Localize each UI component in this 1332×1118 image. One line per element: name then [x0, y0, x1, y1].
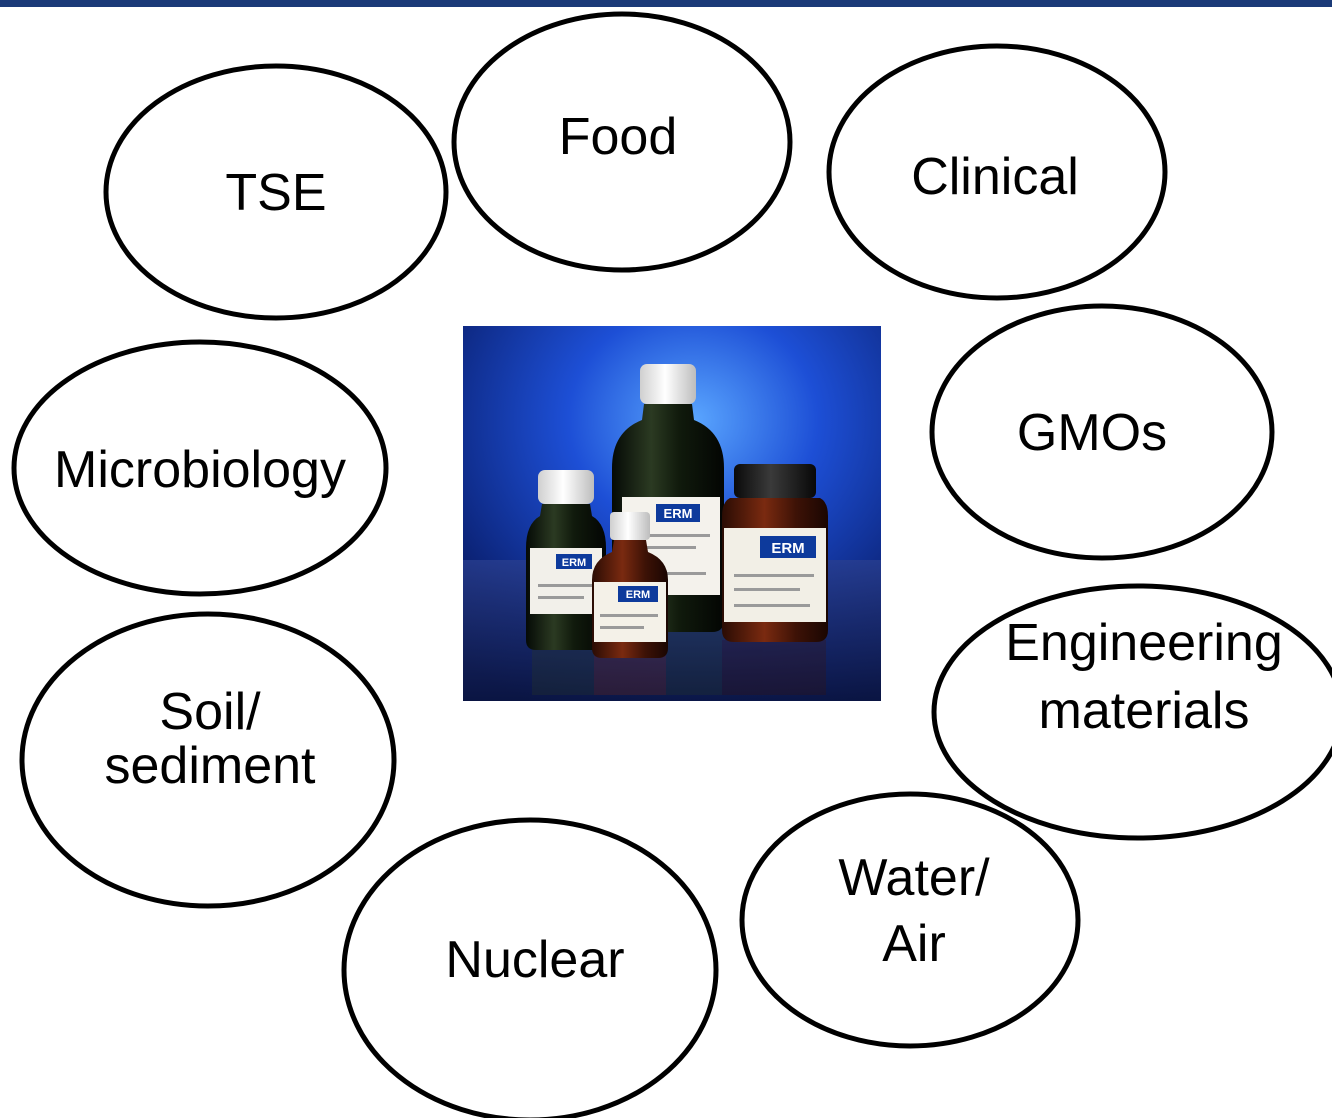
bubble-outline — [11, 339, 389, 597]
bubble-label: Food — [559, 108, 678, 166]
bubble-label: Nuclear — [445, 931, 624, 989]
bottle-cap — [734, 464, 816, 498]
bubble-label: Microbiology — [54, 441, 346, 499]
bottle-cap — [640, 364, 696, 404]
bubble-label: GMOs — [1017, 404, 1167, 462]
bubble-microbiology: Microbiology — [11, 339, 389, 597]
bubble-label: Soil/ — [159, 683, 261, 741]
bubble-label: Water/ — [838, 849, 990, 907]
bubble-label: Clinical — [911, 148, 1079, 206]
bubble-water-air: Water/Air — [739, 791, 1081, 1049]
bubble-label: TSE — [225, 164, 326, 222]
bubble-outline — [826, 43, 1168, 301]
bubble-outline — [19, 611, 397, 909]
bottle-small-left: ERM — [526, 470, 606, 650]
bottle-cap — [610, 512, 650, 540]
bubble-outline — [451, 11, 793, 273]
bubble-food: Food — [451, 11, 793, 273]
bottle-cap — [538, 470, 594, 504]
bottle-amber-vial: ERM — [592, 512, 668, 658]
bottle-label-text: ERM — [771, 540, 804, 557]
bubble-label: Air — [882, 915, 946, 973]
bubble-outline — [103, 63, 449, 321]
bubble-clinical: Clinical — [826, 43, 1168, 301]
bubble-tse: TSE — [103, 63, 449, 321]
bubble-soil-sediment: Soil/sediment — [19, 611, 397, 909]
bubble-outline — [929, 303, 1275, 561]
bubble-label: materials — [1039, 682, 1250, 740]
bubble-outline — [931, 583, 1332, 841]
bubble-outline — [341, 817, 719, 1118]
bottle-label-text: ERM — [562, 557, 586, 569]
bottle-label-text: ERM — [664, 506, 693, 521]
bubble-label: Engineering — [1005, 614, 1283, 672]
bubble-nuclear: Nuclear — [341, 817, 719, 1118]
bubble-outline — [739, 791, 1081, 1049]
center-photo: ERM ERM ERM — [463, 326, 881, 701]
header-bar — [0, 0, 1332, 7]
bubble-engineering-materials: Engineering materials — [931, 583, 1332, 841]
bubble-gmos: GMOs — [929, 303, 1275, 561]
bottle-jar-right: ERM — [722, 464, 828, 642]
bottle-label-text: ERM — [626, 589, 650, 601]
bubble-label: sediment — [105, 737, 317, 795]
